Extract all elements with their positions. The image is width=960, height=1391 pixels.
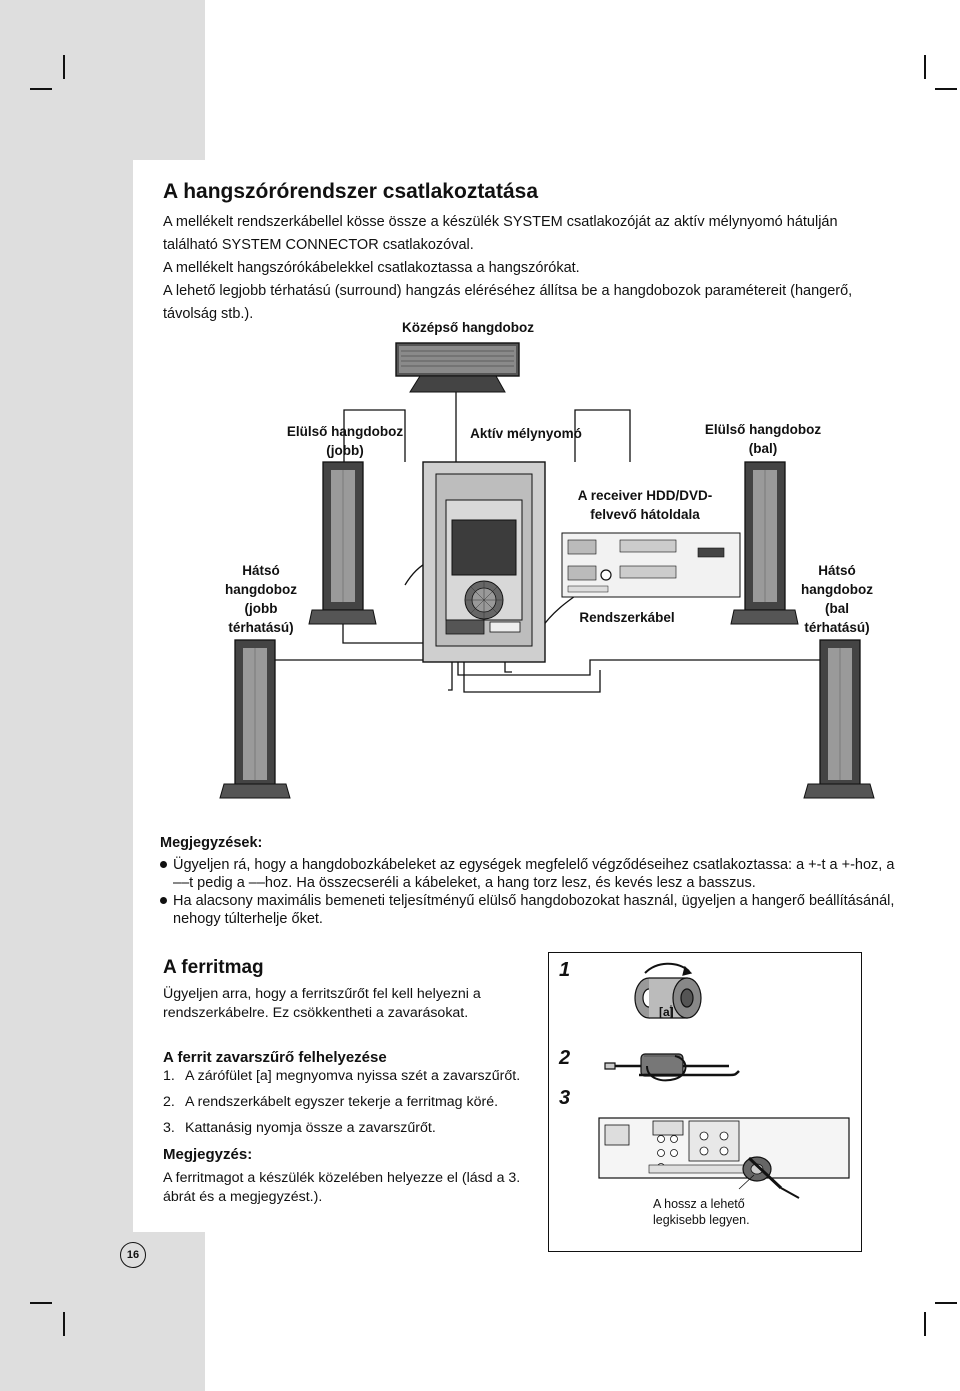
ferrite-step: 3. Kattanásig nyomja össze a zavarszűrőt. bbox=[163, 1119, 523, 1138]
step-number: 2. bbox=[163, 1094, 175, 1110]
step-text: A rendszerkábelt egyszer tekerje a ferri… bbox=[185, 1094, 499, 1110]
notes-section: Megjegyzések: Ügyeljen rá, hogy a hangdo… bbox=[160, 834, 900, 928]
label-line: hangdoboz bbox=[225, 582, 297, 597]
ferrite-section: A ferritmag Ügyeljen arra, hogy a ferrit… bbox=[163, 958, 523, 1207]
caption-line: A hossz a lehető bbox=[653, 1197, 745, 1211]
ferrite-illustration bbox=[598, 962, 850, 1199]
note-text: Ügyeljen rá, hogy a hangdobozkábeleket a… bbox=[173, 857, 895, 891]
label-line: A receiver HDD/DVD- bbox=[577, 488, 713, 503]
step-text: A zárófület [a] megnyomva nyissa szét a … bbox=[185, 1068, 521, 1084]
step-number: 3. bbox=[163, 1120, 175, 1136]
figure-caption: A hossz a lehető legkisebb legyen. bbox=[653, 1196, 793, 1228]
label-center-speaker: Középső hangdoboz bbox=[402, 320, 534, 335]
note-item: Ha alacsony maximális bemeneti teljesítm… bbox=[160, 892, 900, 928]
center-speaker bbox=[395, 342, 520, 393]
bullet-icon bbox=[160, 861, 167, 868]
label-system-cable: Rendszerkábel bbox=[579, 610, 675, 625]
figure-step-2: 2 bbox=[559, 1047, 571, 1069]
page-number: 16 bbox=[120, 1242, 146, 1268]
ferrite-step: 1. A zárófület [a] megnyomva nyissa szét … bbox=[163, 1067, 523, 1086]
rear-right-speaker bbox=[219, 639, 291, 799]
ferrite-figure-panel: 1 2 3 bbox=[548, 952, 862, 1252]
label-line: Hátsó bbox=[242, 563, 280, 578]
label-line: térhatású) bbox=[804, 620, 870, 635]
label-line: Elülső hangdoboz bbox=[704, 422, 822, 437]
bullet-icon bbox=[160, 897, 167, 904]
label-front-left-speaker: Elülső hangdoboz (bal) bbox=[690, 420, 836, 458]
front-right-speaker bbox=[308, 461, 377, 625]
figure-step-1: 1 bbox=[559, 959, 571, 981]
ferrite-steps: 1. A zárófület [a] megnyomva nyissa szét … bbox=[163, 1067, 523, 1138]
label-line: hangdoboz bbox=[801, 582, 873, 597]
label-line: térhatású) bbox=[228, 620, 294, 635]
page-margin-top bbox=[0, 0, 205, 160]
label-receiver-back: A receiver HDD/DVD- felvevő hátoldala bbox=[570, 486, 720, 524]
label-rear-right-speaker: Hátsó hangdoboz (jobb térhatású) bbox=[218, 561, 304, 637]
receiver-back-panel bbox=[561, 532, 741, 598]
note-item: Ügyeljen rá, hogy a hangdobozkábeleket a… bbox=[160, 856, 900, 892]
page-margin-bottom bbox=[0, 1232, 205, 1391]
label-subwoofer: Aktív mélynyomó bbox=[470, 426, 582, 441]
intro-paragraph: A lehető legjobb térhatású (surround) ha… bbox=[163, 283, 853, 322]
subwoofer-back-panel bbox=[422, 461, 546, 663]
page-margin-side bbox=[0, 160, 133, 1232]
rear-left-speaker bbox=[803, 639, 875, 799]
label-rear-left-speaker: Hátsó hangdoboz (bal térhatású) bbox=[794, 561, 880, 637]
front-left-speaker bbox=[730, 461, 799, 625]
step-text: Kattanásig nyomja össze a zavarszűrőt. bbox=[185, 1120, 436, 1136]
ferrite-note-text: A ferritmagot a készülék közelében helye… bbox=[163, 1170, 521, 1205]
ferrite-core-open bbox=[634, 962, 702, 1019]
ferrite-core-with-cable bbox=[604, 1053, 740, 1082]
intro-paragraph: A mellékelt hangszórókábelekkel csatlako… bbox=[163, 260, 580, 276]
latch-label: [a] bbox=[659, 1005, 674, 1019]
caption-line: legkisebb legyen. bbox=[653, 1213, 750, 1227]
intro-text: A mellékelt rendszerkábellel kösse össze… bbox=[163, 211, 883, 326]
page-title: A hangszórórendszer csatlakoztatása bbox=[163, 180, 539, 203]
ferrite-intro: Ügyeljen arra, hogy a ferritszűrőt fel k… bbox=[163, 986, 481, 1021]
label-line: (bal) bbox=[748, 441, 778, 456]
notes-heading: Megjegyzések: bbox=[160, 835, 263, 851]
ferrite-heading: A ferritmag bbox=[163, 957, 264, 978]
intro-paragraph: A mellékelt rendszerkábellel kösse össze… bbox=[163, 214, 838, 253]
ferrite-step: 2. A rendszerkábelt egyszer tekerje a fer… bbox=[163, 1093, 523, 1112]
speaker-connection-diagram bbox=[219, 342, 875, 799]
device-back-with-ferrite bbox=[598, 1117, 850, 1199]
label-line: (jobb) bbox=[326, 443, 364, 458]
label-line: felvevő hátoldala bbox=[590, 507, 700, 522]
label-line: Hátsó bbox=[818, 563, 856, 578]
ferrite-note-heading: Megjegyzés: bbox=[163, 1146, 253, 1163]
figure-step-3: 3 bbox=[559, 1087, 571, 1109]
label-front-right-speaker: Elülső hangdoboz (jobb) bbox=[270, 422, 420, 460]
step-number: 1. bbox=[163, 1068, 175, 1084]
label-line: (bal bbox=[824, 601, 849, 616]
ferrite-subheading: A ferrit zavarszűrő felhelyezése bbox=[163, 1049, 387, 1066]
note-text: Ha alacsony maximális bemeneti teljesítm… bbox=[173, 893, 895, 927]
notes-list: Ügyeljen rá, hogy a hangdobozkábeleket a… bbox=[160, 856, 900, 928]
label-line: (jobb bbox=[244, 601, 278, 616]
label-line: Elülső hangdoboz bbox=[286, 424, 404, 439]
